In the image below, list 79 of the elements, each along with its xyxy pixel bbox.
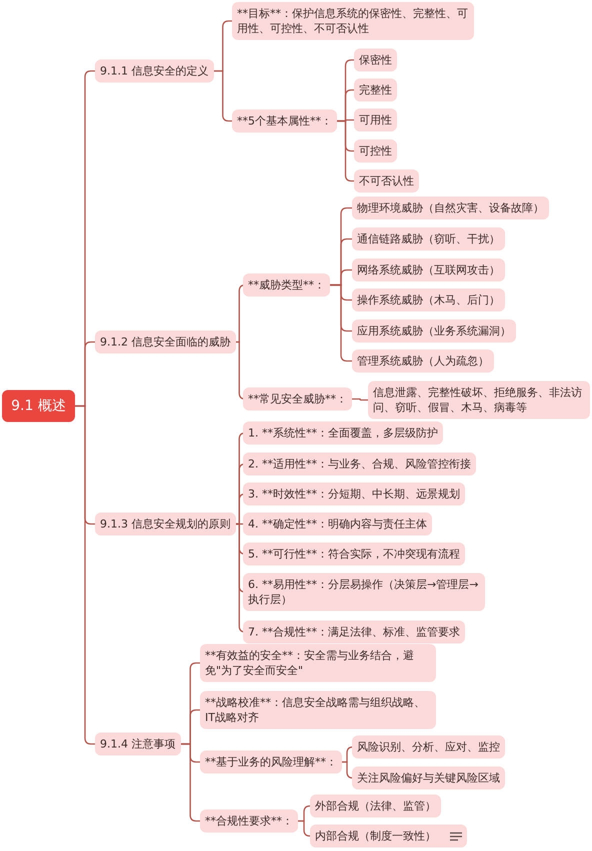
topic-box (243, 573, 485, 611)
topic-text: **有效益的安全**：安全需与业务结合，避免"为了安全而安全" (205, 648, 415, 678)
topic-text: 9.1.2 信息安全面临的威胁 (100, 334, 230, 350)
topic-text: **5个基本属性**： (237, 114, 332, 128)
topic-box (243, 482, 465, 506)
topic-box (232, 2, 474, 40)
connector-line (298, 820, 311, 837)
topic-box (354, 108, 397, 132)
topic-text: **基于业务的风险理解**： (205, 754, 337, 770)
topic-text: **常见安全威胁**： (248, 392, 347, 406)
topic-text: **战略校准**：信息安全战略需与组织战略、IT战略对齐 (205, 695, 426, 725)
topic-box (368, 381, 590, 419)
root-topic-text: 9.1 概述 (11, 396, 66, 416)
topic-text: 9.1.4 注意事项 (100, 736, 176, 752)
topic-text: 3. **时效性**：分短期、中长期、远景规划 (248, 486, 460, 502)
topic-box (354, 140, 397, 162)
topic-text: 9.1.3 信息安全规划的原则 (100, 516, 230, 532)
topic-box (352, 350, 494, 372)
topic-box (354, 170, 419, 192)
topic-text: 完整性 (359, 82, 392, 98)
topic-box (352, 320, 516, 342)
topic-box (243, 542, 465, 566)
topic-box (200, 691, 436, 729)
topic-box (354, 78, 397, 102)
topic-text: 1. **系统性**：全面覆盖，多层级防护 (248, 426, 438, 440)
topic-box (95, 60, 214, 82)
topic-text: **目标**：保护信息系统的保密性、完整性、可用性、可控性、不可否认性 (237, 6, 469, 36)
topic-text: 信息泄露、完整性破坏、拒绝服务、非法访问、窃听、假冒、木马、病毒等 (373, 385, 583, 415)
topic-box (95, 330, 236, 354)
topic-text: 5. **可行性**：符合实际，不冲突现有流程 (248, 546, 460, 562)
topic-box (243, 620, 465, 644)
topic-box (95, 512, 236, 536)
topic-text: 不可否认性 (359, 174, 414, 188)
topic-text: 物理环境威胁（自然灾害、设备故障） (357, 200, 544, 216)
topic-box (200, 810, 298, 832)
topic-text: **威胁类型**： (248, 278, 325, 292)
connector-line (180, 743, 200, 822)
topic-text: 关注风险偏好与关键风险区域 (357, 770, 500, 786)
connector-line (342, 761, 354, 779)
topic-text: 操作系统威胁（木马、后门） (357, 292, 500, 308)
topic-box (352, 196, 549, 220)
topic-box (352, 766, 505, 790)
topic-box (232, 110, 337, 132)
topic-box (354, 48, 397, 72)
topic-box (352, 288, 505, 312)
topic-box (310, 794, 441, 818)
topic-box (200, 750, 342, 774)
connector-line (214, 70, 232, 122)
topic-box (243, 388, 352, 410)
topic-text: 7. **合规性**：满足法律、标准、监管要求 (248, 624, 460, 640)
topic-text: 通信链路威胁（窃听、干扰） (357, 232, 500, 246)
topic-text: 网络系统威胁（互联网攻击） (357, 262, 500, 278)
topic-text: 内部合规（制度一致性） (315, 828, 436, 844)
topic-box (200, 644, 436, 682)
topic-text: 保密性 (359, 52, 392, 68)
topic-text: 应用系统威胁（业务系统漏洞） (357, 324, 511, 338)
topic-text: **合规性要求**： (205, 814, 293, 828)
topic-text: 6. **易用性**：分层易操作（决策层→管理层→执行层） (248, 577, 480, 607)
connector-line (337, 120, 354, 182)
connector-line (352, 398, 368, 401)
topic-box (310, 824, 467, 848)
topic-text: 可控性 (359, 144, 392, 158)
topic-text: 风险识别、分析、应对、监控 (357, 740, 500, 754)
topic-box (243, 452, 476, 476)
topic-box (352, 228, 505, 250)
topic-box (352, 258, 505, 282)
topic-text: 9.1.1 信息安全的定义 (100, 64, 208, 78)
topic-box (243, 274, 330, 296)
topic-box (243, 512, 432, 536)
topic-text: 管理系统威胁（人为疏忽） (357, 354, 489, 368)
connector-line (75, 405, 95, 745)
topic-text: 外部合规（法律、监管） (315, 798, 436, 814)
root-topic-box (2, 390, 75, 422)
topic-text: 可用性 (359, 112, 392, 128)
topic-text: 4. **确定性**：明确内容与责任主体 (248, 516, 427, 532)
topic-box (95, 732, 180, 756)
topic-box (352, 736, 505, 758)
topic-box (243, 422, 443, 444)
topic-text: 2. **适用性**：与业务、合规、风险管控衔接 (248, 456, 471, 472)
